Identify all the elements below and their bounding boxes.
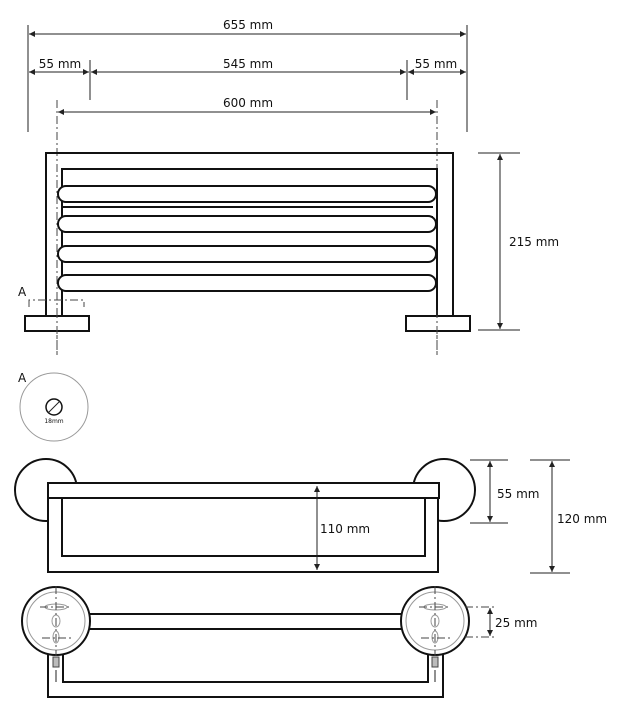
tube-diameter: 18mm [44,418,63,425]
dim-bar-width: 25 mm [495,616,537,630]
right-wall-mount [400,586,470,682]
dim-center-distance: 600 mm [223,96,273,110]
left-wall-mount [21,586,91,682]
bottom-view: 25 mm [21,586,537,698]
dim-total-depth: 120 mm [557,512,607,526]
dim-plate-depth: 55 mm [497,487,539,501]
section-marker: A [18,285,27,299]
dim-left-offset: 55 mm [39,57,81,71]
section-line-a [28,299,85,307]
dim-shelf-depth: 110 mm [320,522,370,536]
towel-rails [57,185,437,292]
right-base-plate [405,315,471,332]
dim-overall-width: 655 mm [223,18,273,32]
side-view: 110 mm 55 mm 120 mm [14,458,607,574]
detail-label: A [18,371,27,385]
top-dimensions: 655 mm 55 mm 545 mm 55 mm 600 mm [27,18,468,132]
dim-height: 215 mm [509,235,559,249]
dim-right-offset: 55 mm [415,57,457,71]
front-view: A 215 mm [18,100,559,356]
dim-inner-span: 545 mm [223,57,273,71]
detail-a: A 18mm [18,371,89,442]
